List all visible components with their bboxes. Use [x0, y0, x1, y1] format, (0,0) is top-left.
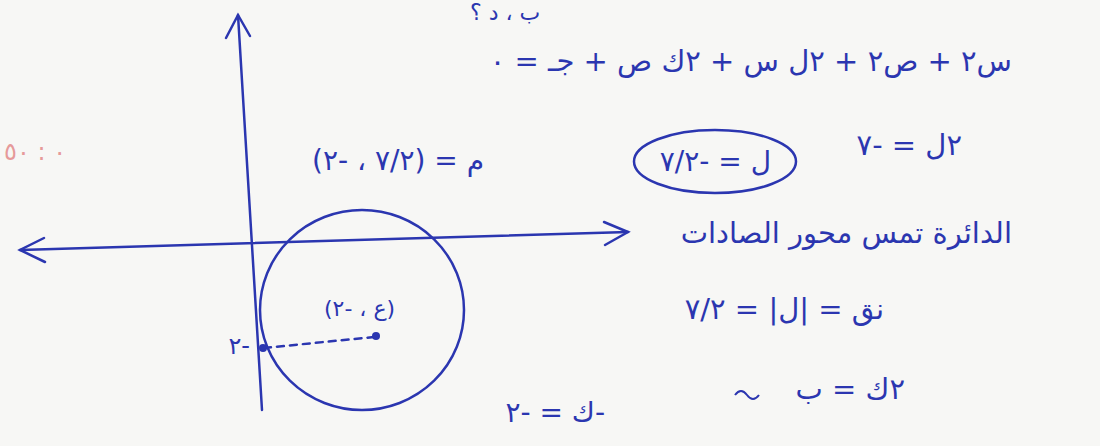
equation-text: س٢ + ص٢ + ٢ل س + ٢ك ص + جـ = ٠ [490, 44, 1012, 78]
scribble [735, 391, 759, 399]
axis-arrow [604, 222, 628, 245]
equation-text: م = (٧/٢ ، -٢) [312, 144, 484, 177]
circled-result: ل = -٧/٢ [632, 128, 798, 195]
center-coordinate: (ع ، -٢) [324, 296, 395, 321]
outline [260, 210, 464, 410]
result-text: ل = -٧/٢ [659, 145, 771, 178]
equation-text: ٢ك = ب [795, 372, 905, 406]
equation-text: الدائرة تمس محور الصادات [681, 216, 1012, 250]
center-point [372, 332, 380, 340]
equation-text: -ك = -٢ [505, 396, 605, 429]
equation-text: ب ، د ؟ [470, 0, 540, 25]
margin-note: ٠ : ٥٠ [4, 138, 66, 166]
axis-arrow [226, 15, 250, 38]
equation-text: ٢ل = -٧ [857, 128, 962, 162]
axis-value: -٢ [228, 332, 250, 360]
radius-line [264, 337, 374, 348]
x-axis [20, 232, 628, 250]
equation-text: نق = |ل| = ٧/٢ [685, 292, 884, 326]
axis-arrow [20, 238, 45, 262]
outline [634, 130, 796, 193]
circle-shape: (ع ، -٢) [258, 208, 466, 412]
